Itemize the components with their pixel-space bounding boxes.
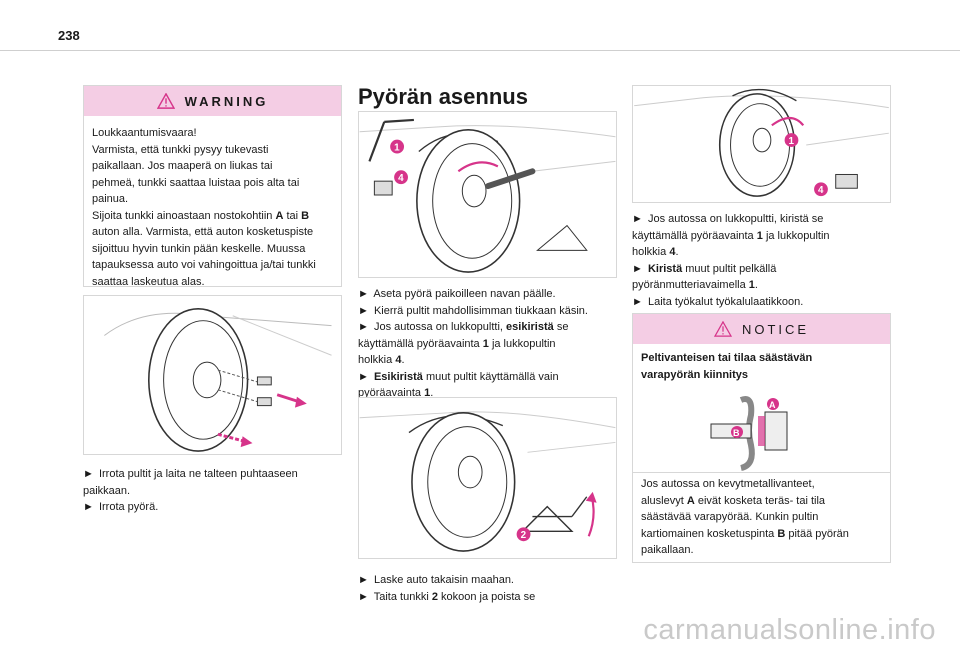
- wheel-removal-illustration: [104, 308, 332, 452]
- figure-tighten-bolts: 1 4: [632, 85, 891, 203]
- figure-wheel-install: 1 4: [358, 111, 617, 278]
- page-number: 238: [58, 28, 80, 43]
- warning-line: painua.: [92, 193, 129, 205]
- svg-text:A: A: [769, 400, 776, 410]
- warning-triangle-icon: [156, 93, 175, 109]
- warning-line: Varmista, että tunkki pysyy tukevasti: [92, 143, 269, 156]
- step-item-cont: holkkia 4.: [358, 354, 405, 366]
- svg-text:4: 4: [398, 173, 404, 184]
- step-item: ► Taita tunkki 2 kokoon ja poista se: [358, 590, 536, 603]
- bolt-washer-illustration: A B: [710, 396, 788, 471]
- notice-subtitle: varapyörän kiinnitys: [641, 368, 748, 381]
- right-steps: ► Jos autossa on lukkopultti, kiristä se…: [632, 211, 891, 310]
- svg-text:1: 1: [394, 143, 400, 154]
- warning-line: tapauksessa auto voi vahingoittua ja/tai…: [92, 259, 316, 271]
- warning-line: auton alla. Varmista, että auton kosketu…: [92, 226, 314, 238]
- step-item: ► Aseta pyörä paikoilleen navan päälle.: [358, 288, 556, 300]
- warning-title: WARNING: [184, 93, 269, 109]
- figure-wheel-removal: [83, 295, 342, 455]
- tighten-bolts-illustration: 1 4: [634, 88, 889, 197]
- step-item-cont: pyöränmutteriavaimella 1.: [632, 279, 758, 291]
- left-steps: ► Irrota pultit ja laita ne talteen puht…: [83, 466, 342, 516]
- warning-line: pehmeä, tunkki saattaa luistaa pois alta…: [92, 176, 300, 189]
- notice-line: aluslevyt A eivät kosketa teräs- tai til…: [641, 494, 826, 507]
- warning-header: WARNING: [84, 86, 341, 116]
- svg-text:4: 4: [818, 185, 824, 196]
- notice-body: Peltivanteisen tai tilaa säästävän varap…: [633, 344, 890, 391]
- svg-text:2: 2: [521, 530, 527, 541]
- notice-line: kartiomainen kosketuspinta B pitää pyörä…: [641, 527, 849, 540]
- top-divider: [0, 50, 960, 51]
- notice-subtitle: Peltivanteisen tai tilaa säästävän: [641, 352, 813, 364]
- section-title: Pyörän asennus: [358, 84, 528, 109]
- step-item: ► Laske auto takaisin maahan.: [358, 574, 514, 586]
- warning-box: WARNING Loukkaantumisvaara! Varmista, et…: [83, 85, 342, 288]
- step-item: ► Kierrä pultit mahdollisimman tiukkaan …: [358, 304, 588, 317]
- middle-steps: ► Aseta pyörä paikoilleen navan päälle. …: [358, 286, 617, 402]
- notice-box: NOTICE Peltivanteisen tai tilaa säästävä…: [632, 313, 891, 563]
- step-item: ► Jos autossa on lukkopultti, kiristä se: [632, 213, 824, 225]
- footer-watermark: carmanualsonline.info: [0, 612, 960, 649]
- notice-title: NOTICE: [741, 321, 810, 337]
- step-item: ► Laita työkalut työkalulaatikkoon.: [632, 295, 804, 308]
- warning-line: paikallaan. Jos maaperä on liukas tai: [92, 160, 273, 172]
- middle-steps-2: ► Laske auto takaisin maahan. ► Taita tu…: [358, 572, 617, 605]
- lower-car-illustration: 2: [359, 411, 616, 552]
- step-item: ► Kiristä muut pultit pelkällä: [632, 262, 777, 275]
- notice-header: NOTICE: [633, 314, 890, 344]
- step-item: ► Esikiristä muut pultit käyttämällä vai…: [358, 370, 559, 383]
- figure-lower-car: 2: [358, 397, 617, 559]
- notice-line: säästävää varapyörää. Kunkin pultin: [641, 511, 819, 523]
- step-item-cont: holkkia 4.: [632, 246, 679, 258]
- notice-figure: A B: [633, 390, 890, 473]
- step-item-cont: pyöräavainta 1.: [358, 387, 434, 399]
- notice-triangle-icon: [713, 321, 732, 337]
- watermark-text: carmanualsonline.info: [643, 614, 936, 646]
- notice-line: Jos autossa on kevytmetallivanteet,: [641, 478, 815, 490]
- svg-text:1: 1: [789, 136, 795, 147]
- warning-line: saattaa laskeutua alas.: [92, 275, 205, 288]
- step-item-cont: paikkaan.: [83, 484, 131, 497]
- svg-text:B: B: [733, 428, 740, 438]
- wheel-install-illustration: 1 4: [359, 118, 616, 273]
- step-item: ► Irrota pyörä.: [83, 501, 159, 513]
- warning-line: Loukkaantumisvaara!: [92, 127, 197, 139]
- warning-body: Loukkaantumisvaara! Varmista, että tunkk…: [84, 116, 341, 298]
- step-item-cont: käyttämällä pyöräavainta 1 ja lukkopulti…: [358, 337, 556, 350]
- notice-text: Jos autossa on kevytmetallivanteet, alus…: [633, 476, 890, 567]
- warning-line: sijoittuu hyvin tunkin pään keskelle. Mu…: [92, 242, 306, 255]
- notice-line: paikallaan.: [641, 544, 694, 556]
- step-item-cont: käyttämällä pyöräavainta 1 ja lukkopulti…: [632, 229, 830, 242]
- step-item: ► Irrota pultit ja laita ne talteen puht…: [83, 468, 298, 480]
- step-item: ► Jos autossa on lukkopultti, esikiristä…: [358, 321, 569, 333]
- warning-line: Sijoita tunkki ainoastaan nostokohtiin A…: [92, 209, 310, 222]
